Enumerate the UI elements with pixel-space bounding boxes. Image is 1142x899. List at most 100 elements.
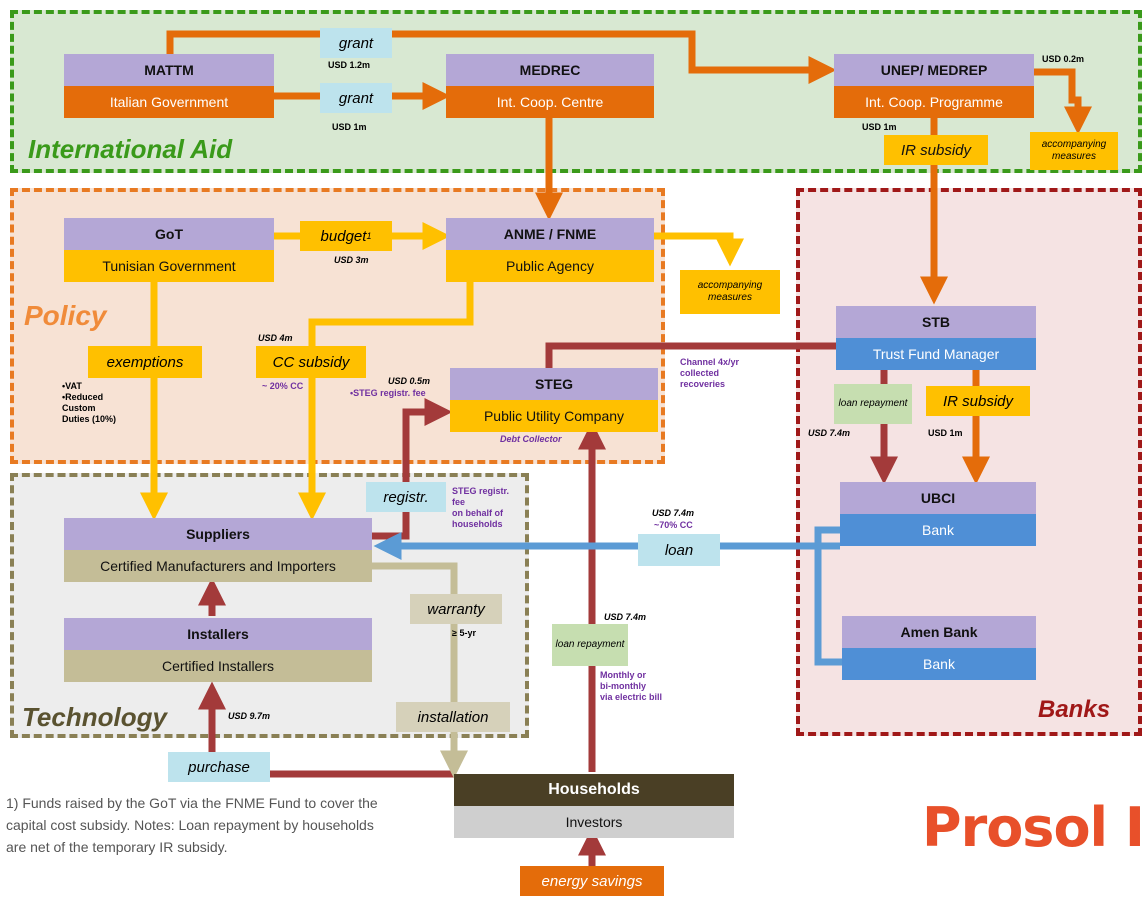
node-unep-title: UNEP/ MEDREP — [834, 54, 1034, 86]
node-mattm-subtitle: Italian Government — [64, 86, 274, 118]
amount-cc: USD 4m — [258, 333, 293, 343]
pill-installation: installation — [396, 702, 510, 732]
amount-purchase: USD 9.7m — [228, 711, 271, 721]
arrow-suppliers-steg — [372, 398, 453, 540]
bill-line-1: Monthly or — [600, 670, 646, 680]
region-label-international-aid: International Aid — [28, 134, 233, 164]
pill-loan-repayment-hh: loan repayment — [552, 624, 628, 666]
amount-ir-banks: USD 1m — [928, 428, 963, 438]
amount-steg-fee: USD 0.5m — [388, 376, 431, 386]
pill-ir-subsidy-banks: IR subsidy — [926, 386, 1030, 416]
node-installers-subtitle: Certified Installers — [64, 650, 372, 682]
steg-fee-line-1: STEG registr. — [452, 486, 510, 496]
pill-grant-2: grant — [320, 83, 392, 113]
amount-grant-1: USD 1.2m — [328, 60, 371, 70]
node-medrec-subtitle: Int. Coop. Centre — [446, 86, 654, 118]
amount-loan-pct: ~70% CC — [654, 520, 693, 530]
node-medrec-title: MEDREC — [446, 54, 654, 86]
node-steg-subtitle: Public Utility Company — [450, 400, 658, 432]
node-suppliers: Suppliers Certified Manufacturers and Im… — [64, 518, 372, 582]
region-label-banks: Banks — [1038, 696, 1111, 723]
node-amen-bank-subtitle: Bank — [842, 648, 1036, 680]
node-ubci: UBCI Bank — [840, 482, 1036, 546]
amount-warranty: ≥ 5-yr — [452, 628, 476, 638]
channel-note: Channel 4x/yr collected recoveries — [680, 357, 739, 390]
node-stb-title: STB — [836, 306, 1036, 338]
node-mattm-title: MATTM — [64, 54, 274, 86]
node-amen-bank: Amen Bank Bank — [842, 616, 1036, 680]
pill-energy-savings: energy savings — [520, 866, 664, 896]
pill-accompanying-policy: accompanying measures — [680, 270, 780, 314]
node-installers: Installers Certified Installers — [64, 618, 372, 682]
arrow-anme-suppliers — [298, 280, 474, 521]
node-anme-subtitle: Public Agency — [446, 250, 654, 282]
node-unep-subtitle: Int. Coop. Programme — [834, 86, 1034, 118]
channel-line-1: Channel 4x/yr — [680, 357, 740, 367]
steg-fee-households-note: STEG registr. fee on behalf of household… — [452, 486, 509, 530]
node-suppliers-subtitle: Certified Manufacturers and Importers — [64, 550, 372, 582]
amount-unep-ir: USD 1m — [862, 122, 897, 132]
channel-line-3: recoveries — [680, 379, 726, 389]
node-medrec: MEDREC Int. Coop. Centre — [446, 54, 654, 118]
node-anme-title: ANME / FNME — [446, 218, 654, 250]
region-label-technology: Technology — [22, 702, 167, 732]
pill-budget-text: budget — [320, 227, 367, 245]
steg-debt-collector-note: Debt Collector — [500, 434, 562, 444]
arrow-amen-ubci-link — [814, 526, 842, 666]
node-installers-title: Installers — [64, 618, 372, 650]
arrow-anme-accompanying — [654, 232, 744, 267]
node-mattm: MATTM Italian Government — [64, 54, 274, 118]
region-label-policy: Policy — [24, 300, 107, 331]
bill-note: Monthly or bi-monthly via electric bill — [600, 670, 662, 703]
node-ubci-title: UBCI — [840, 482, 1036, 514]
node-amen-bank-title: Amen Bank — [842, 616, 1036, 648]
exemptions-line-2: •Reduced — [62, 392, 104, 402]
node-stb: STB Trust Fund Manager — [836, 306, 1036, 370]
amount-loan: USD 7.4m — [652, 508, 695, 518]
node-households-title: Households — [454, 774, 734, 806]
node-suppliers-title: Suppliers — [64, 518, 372, 550]
node-ubci-subtitle: Bank — [840, 514, 1036, 546]
steg-fee-line-3: on behalf of — [452, 508, 503, 518]
node-households: Households Investors — [454, 774, 734, 838]
node-steg-title: STEG — [450, 368, 658, 400]
channel-line-2: collected — [680, 368, 720, 378]
exemptions-line-4: Duties (10%) — [62, 414, 117, 424]
node-steg: STEG Public Utility Company — [450, 368, 658, 432]
footnote: 1) Funds raised by the GoT via the FNME … — [6, 795, 378, 855]
exemptions-line-1: •VAT — [62, 381, 82, 391]
arrow-suppliers-households-warranty — [372, 562, 468, 779]
node-anme: ANME / FNME Public Agency — [446, 218, 654, 282]
node-got: GoT Tunisian Government — [64, 218, 274, 282]
exemptions-line-3: Custom — [62, 403, 96, 413]
amount-loan-repay-banks: USD 7.4m — [808, 428, 851, 438]
pill-budget-sup: 1 — [366, 231, 372, 241]
arrow-stb-steg-channel — [545, 342, 836, 368]
brand-logo: Prosol I — [922, 796, 1142, 859]
bill-line-3: via electric bill — [600, 692, 663, 702]
pill-ir-subsidy-top: IR subsidy — [884, 135, 988, 165]
amount-unep-acc: USD 0.2m — [1042, 54, 1085, 64]
pill-registr: registr. — [366, 482, 446, 512]
pill-loan-repayment-banks: loan repayment — [834, 384, 912, 424]
arrow-mattm-unep — [166, 30, 837, 84]
steg-fee-line-2: fee — [452, 497, 466, 507]
amount-steg-fee-note: •STEG registr. fee — [350, 388, 426, 398]
node-stb-subtitle: Trust Fund Manager — [836, 338, 1036, 370]
pill-cc-subsidy: CC subsidy — [256, 346, 366, 378]
steg-fee-line-4: households — [452, 519, 503, 529]
pill-grant-1: grant — [320, 28, 392, 58]
amount-grant-2: USD 1m — [332, 122, 367, 132]
node-got-subtitle: Tunisian Government — [64, 250, 274, 282]
amount-budget: USD 3m — [334, 255, 369, 265]
amount-cc-pct: ~ 20% CC — [262, 381, 304, 391]
pill-purchase: purchase — [168, 752, 270, 782]
node-households-subtitle: Investors — [454, 806, 734, 838]
exemptions-list: •VAT •Reduced Custom Duties (10%) — [62, 381, 116, 425]
pill-warranty: warranty — [410, 594, 502, 624]
pill-exemptions: exemptions — [88, 346, 202, 378]
arrow-unep-accompanying — [1034, 68, 1092, 135]
pill-accompanying-top: accompanying measures — [1030, 132, 1118, 170]
node-got-title: GoT — [64, 218, 274, 250]
